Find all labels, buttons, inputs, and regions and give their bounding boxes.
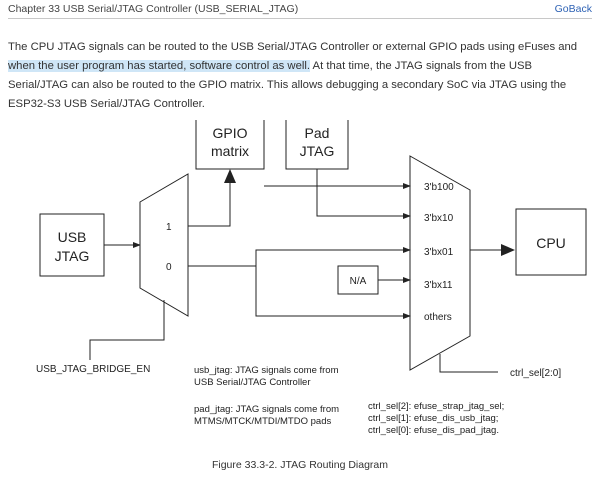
pad-jtag-label-1: Pad — [305, 125, 330, 141]
paragraph-text-2: At that time, the JTAG signals from the … — [8, 60, 567, 110]
demux-shape — [139, 173, 189, 317]
demux-label-1: 1 — [166, 222, 172, 233]
pad-jtag-note-1: pad_jtag: JTAG signals come from — [194, 404, 339, 415]
figure-caption: Figure 33.3-2. JTAG Routing Diagram — [211, 459, 389, 471]
na-box — [337, 265, 379, 295]
chapter-title: Chapter 33 USB Serial/JTAG Controller (U… — [8, 3, 299, 15]
jtag-routing-diagram: USB JTAG 1 0 USB_JTAG_BRIDGE_EN GPIO mat… — [36, 120, 587, 436]
ctrl-sel-note-2: ctrl_sel[1]: efuse_dis_usb_jtag; — [368, 413, 498, 424]
demux-to-gpio-arrow — [188, 169, 236, 227]
usb-jtag-box — [39, 213, 105, 277]
mux-shape — [409, 155, 471, 371]
goback-link[interactable]: GoBack — [554, 3, 592, 15]
intro-paragraph: The CPU JTAG signals can be routed to th… — [8, 38, 592, 114]
page-header: Chapter 33 USB Serial/JTAG Controller (U… — [8, 0, 592, 19]
demux-label-0: 0 — [166, 262, 172, 273]
pad-to-mux-arrow — [316, 169, 411, 219]
pad-jtag-label-2: JTAG — [300, 143, 335, 159]
na-label: N/A — [350, 276, 367, 287]
usb-jtag-note-2: USB Serial/JTAG Controller — [194, 377, 311, 388]
demux-to-mux-others-arrow — [255, 266, 411, 319]
mux-input-label-0: 3'b100 — [424, 182, 454, 193]
usb-jtag-label-2: JTAG — [55, 248, 90, 264]
gpio-matrix-label-1: GPIO — [212, 125, 247, 141]
usb-jtag-label-1: USB — [58, 229, 87, 245]
ctrl-sel-note-3: ctrl_sel[0]: efuse_dis_pad_jtag. — [368, 425, 499, 436]
mux-input-label-2: 3'bx01 — [424, 247, 454, 258]
paragraph-text-1: The CPU JTAG signals can be routed to th… — [8, 41, 578, 53]
ctrl-sel-line — [439, 354, 498, 373]
pad-jtag-note-2: MTMS/MTCK/MTDI/MTDO pads — [194, 416, 331, 427]
cpu-label: CPU — [536, 235, 566, 251]
mux-input-label-4: others — [424, 312, 452, 323]
gpio-matrix-label-2: matrix — [211, 143, 249, 159]
bridge-enable-line — [89, 300, 165, 360]
cpu-box — [515, 208, 587, 276]
ctrl-sel-note-1: ctrl_sel[2]: efuse_strap_jtag_sel; — [368, 401, 504, 412]
usb-jtag-note-1: usb_jtag: JTAG signals come from — [194, 365, 339, 376]
highlighted-text: when the user program has started, softw… — [8, 60, 311, 72]
mux-input-label-1: 3'bx10 — [424, 213, 454, 224]
bridge-enable-label: USB_JTAG_BRIDGE_EN — [36, 364, 150, 375]
ctrl-sel-label: ctrl_sel[2:0] — [510, 368, 561, 379]
gpio-matrix-box — [195, 120, 265, 170]
demux-to-mux-x01-arrow — [188, 247, 411, 267]
mux-input-label-3: 3'bx11 — [424, 280, 453, 291]
